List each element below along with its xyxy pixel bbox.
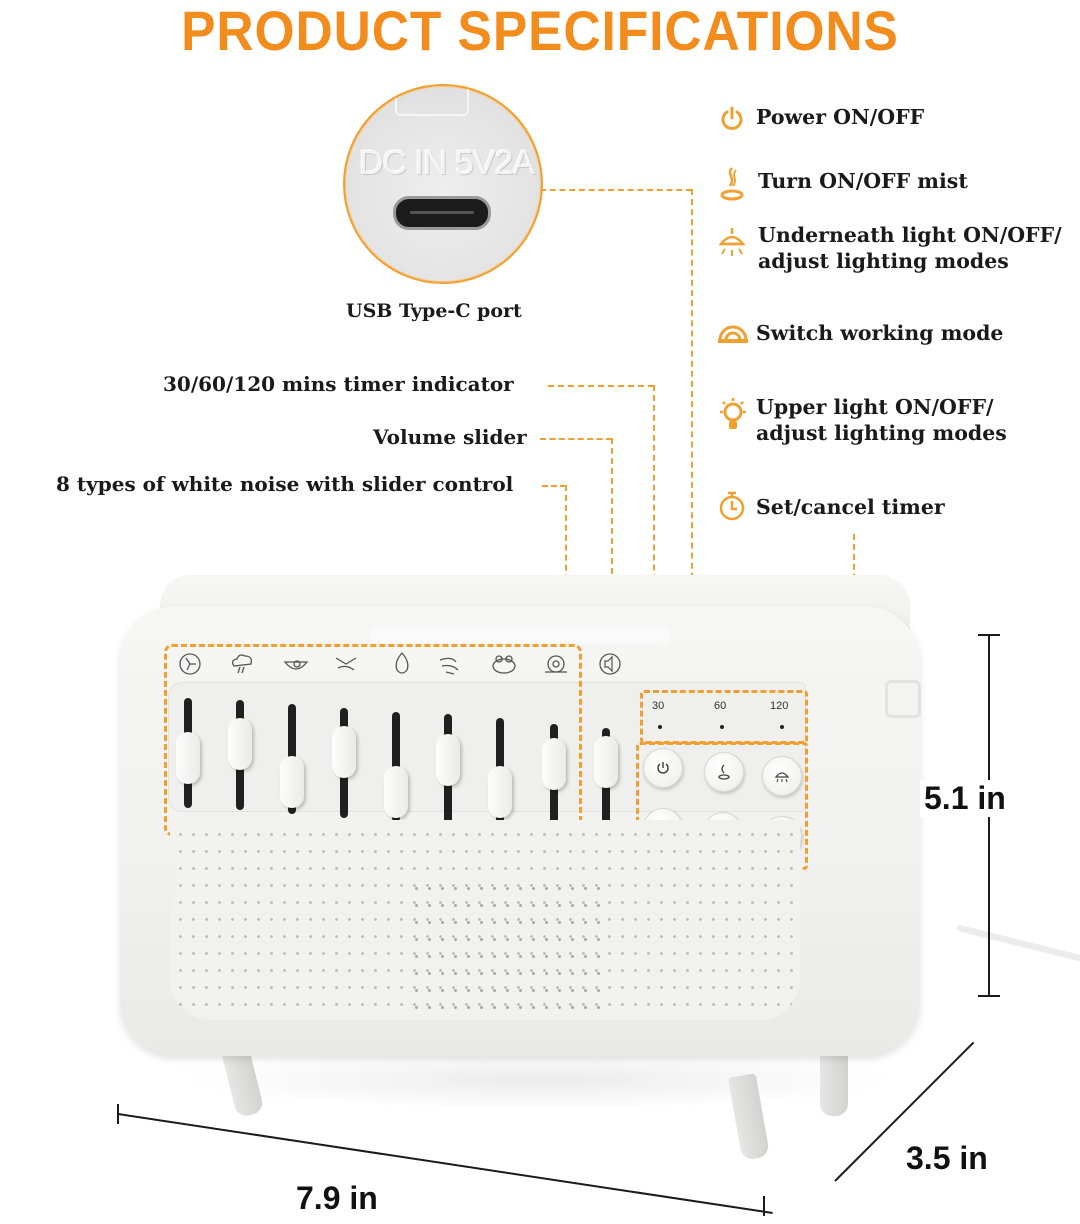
power-button[interactable] — [643, 748, 683, 788]
slider-knob-fan[interactable] — [176, 732, 200, 784]
label-volume-slider: Volume slider — [373, 425, 527, 449]
timer-leader-h — [548, 385, 654, 387]
slider-knob-stream[interactable] — [332, 726, 356, 778]
usb-c-port — [393, 196, 491, 230]
usb-caption: USB Type-C port — [346, 300, 522, 322]
underneath-light-icon — [774, 772, 790, 783]
power-cable — [956, 924, 1080, 961]
stream-icon — [335, 657, 357, 671]
timer-led-30 — [658, 725, 662, 729]
feature-mist-text: Turn ON/OFF mist — [758, 169, 968, 193]
noise-leader-h — [542, 485, 566, 487]
fan-icon — [179, 653, 201, 675]
depth-label: 3.5 in — [906, 1140, 988, 1176]
wind-icon — [439, 657, 459, 675]
fire-icon — [395, 652, 409, 674]
height-dimension-cap-bottom — [978, 995, 1000, 997]
slider-group — [170, 690, 630, 840]
slider-knob-snail[interactable] — [542, 738, 566, 790]
feature-switch-mode-text: Switch working mode — [756, 321, 1004, 345]
timer-icon — [719, 491, 745, 521]
width-label: 7.9 in — [296, 1180, 378, 1216]
switch-mode-icon — [718, 325, 748, 343]
timer-30: 30 — [652, 700, 665, 712]
volume-leader-h — [540, 438, 612, 440]
noise-icon-row — [170, 650, 770, 684]
timer-120: 120 — [770, 700, 789, 712]
width-dimension-cap-right — [763, 1196, 765, 1216]
timer-led-60 — [720, 725, 724, 729]
timer-indicator: 30 60 120 — [646, 694, 796, 734]
slider-knob-fire[interactable] — [384, 766, 408, 818]
feature-switch-mode — [716, 318, 750, 350]
feature-timer-text: Set/cancel timer — [756, 495, 945, 519]
volume-leader-v — [611, 438, 613, 684]
feature-upper-light-text: Upper light ON/OFF/ adjust lighting mode… — [756, 394, 1007, 446]
usb-leader-h — [540, 189, 692, 191]
volume-icon — [599, 653, 621, 675]
upper-light-bar — [370, 628, 670, 642]
underneath-light-icon — [718, 228, 746, 256]
noise-highlight-box — [164, 644, 582, 836]
mist-icon — [720, 167, 744, 201]
power-icon — [657, 762, 669, 774]
height-dimension-cap-top — [978, 634, 1000, 636]
feature-underneath-line2: adjust lighting modes — [758, 249, 1009, 273]
volume-slider-knob[interactable] — [594, 736, 618, 788]
side-handle — [885, 680, 921, 718]
feature-upper-line1: Upper light ON/OFF/ — [756, 395, 994, 419]
feature-underneath-light — [718, 226, 746, 266]
timer-led-120 — [780, 725, 784, 729]
feature-upper-light — [716, 396, 750, 438]
snail-icon — [545, 655, 567, 673]
underneath-light-button[interactable] — [762, 756, 802, 796]
feature-timer — [718, 490, 746, 526]
mist-button[interactable] — [704, 752, 744, 792]
timer-leader-v — [653, 385, 655, 690]
feature-upper-line2: adjust lighting modes — [756, 421, 1007, 445]
feature-power-text: Power ON/OFF — [756, 105, 925, 129]
label-timer-indicator: 30/60/120 mins timer indicator — [163, 372, 514, 396]
slider-knob-rain[interactable] — [228, 718, 252, 770]
feature-underneath-light-text: Underneath light ON/OFF/ adjust lighting… — [758, 222, 1062, 274]
power-icon — [721, 106, 743, 130]
mist-icon — [718, 764, 730, 780]
usb-housing-edge — [395, 86, 469, 116]
upper-light-icon — [720, 398, 746, 429]
height-label: 5.1 in — [920, 780, 1010, 817]
timer-60: 60 — [714, 700, 727, 712]
width-dimension-cap-left — [117, 1104, 119, 1124]
usb-etched-label: DC IN 5V2A — [359, 144, 535, 182]
feature-mist — [718, 164, 746, 206]
label-white-noise: 8 types of white noise with slider contr… — [56, 472, 514, 496]
speaker-grille-center — [410, 880, 600, 1010]
device-shadow — [180, 1050, 900, 1110]
slider-knob-wind[interactable] — [436, 734, 460, 786]
slider-knob-frog[interactable] — [488, 766, 512, 818]
width-dimension-line — [117, 1113, 773, 1214]
feature-power — [718, 104, 746, 136]
slider-knob-nest[interactable] — [280, 756, 304, 808]
feature-underneath-line1: Underneath light ON/OFF/ — [758, 223, 1062, 247]
bird-nest-icon — [283, 660, 309, 670]
usb-leader-v — [691, 189, 693, 599]
rain-cloud-icon — [231, 654, 253, 674]
page-title: PRODUCT SPECIFICATIONS — [181, 0, 899, 62]
frog-icon — [492, 655, 516, 674]
usb-port-closeup: DC IN 5V2A — [343, 84, 543, 284]
